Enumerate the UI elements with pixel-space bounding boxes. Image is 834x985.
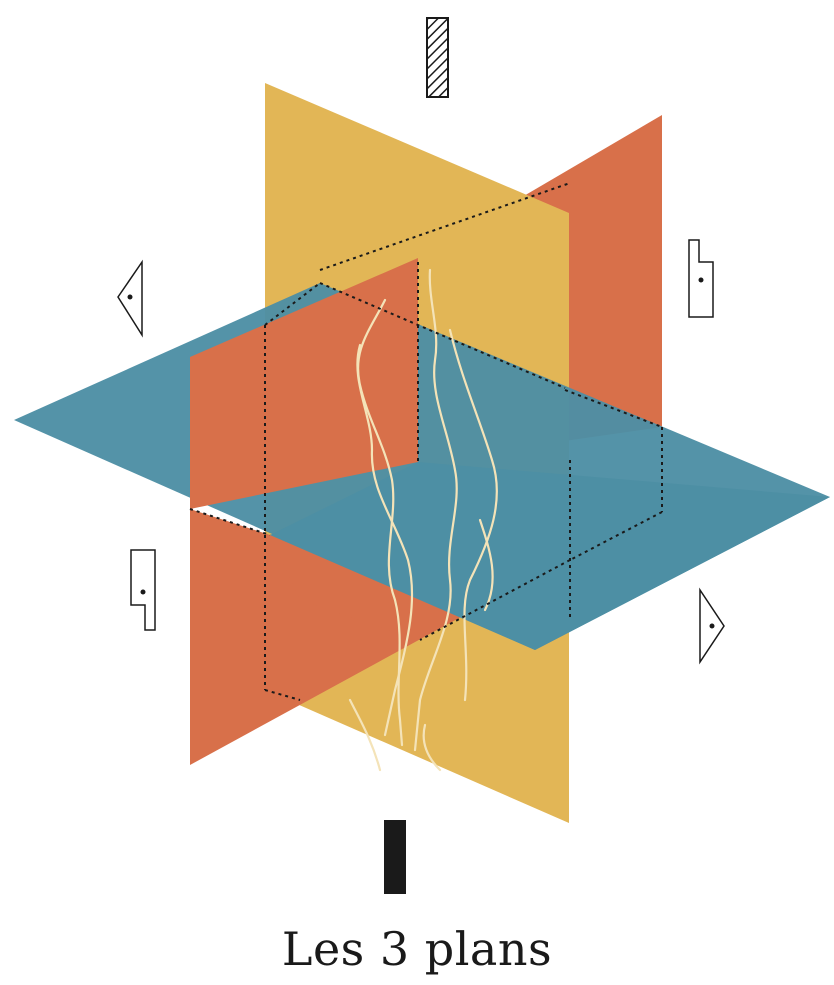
hatched-rectangle-icon bbox=[427, 18, 448, 97]
foot-profile-icon bbox=[689, 240, 713, 317]
foot-profile-icon bbox=[131, 550, 155, 630]
figure-caption: Les 3 plans bbox=[0, 922, 834, 976]
eye-wedge-icon bbox=[700, 590, 724, 662]
eye-wedge-icon bbox=[118, 262, 142, 335]
solid-bar-icon bbox=[384, 820, 406, 894]
